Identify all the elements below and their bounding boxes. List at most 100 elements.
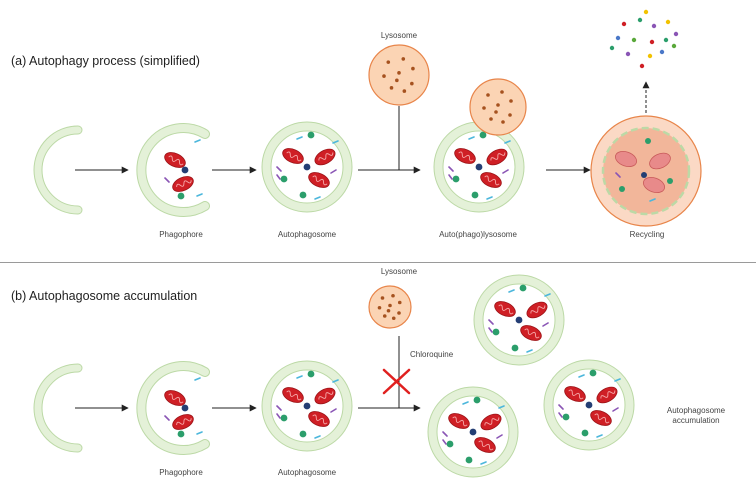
organelle-dot: [615, 35, 621, 41]
panel-divider: [0, 262, 756, 263]
phagophore-initial-b: [33, 363, 83, 453]
mitochondrion: [164, 152, 186, 168]
organelle-dot: [307, 370, 315, 378]
recycled-molecules: [609, 9, 679, 69]
panel-a-arrows: [75, 81, 650, 174]
organelle-dot: [673, 31, 679, 37]
protein-fragment: [615, 172, 621, 178]
protein-fragment: [614, 378, 621, 382]
mitochondrion: [448, 413, 470, 429]
enzyme-dot: [486, 93, 490, 97]
protein-fragment: [194, 377, 201, 381]
organelle-dot: [452, 175, 460, 183]
organelle-dot: [671, 43, 677, 49]
organelle-dot: [303, 402, 311, 410]
protein-fragment: [196, 431, 203, 435]
protein-fragment: [486, 196, 493, 200]
enzyme-dot: [401, 57, 406, 61]
organelle-dot: [647, 53, 653, 59]
accumulated-autophagosome-3: [543, 359, 635, 451]
protein-fragment: [448, 166, 454, 172]
autolysosome: [433, 121, 525, 213]
mitochondrion: [474, 437, 496, 453]
stage-label-autophagosome-b: Autophagosome: [278, 468, 337, 477]
organelle-dot: [581, 429, 589, 437]
autophagosome-a: [261, 121, 353, 213]
mitochondrion: [486, 148, 508, 166]
protein-fragment: [462, 401, 469, 405]
enzyme-dot: [391, 293, 395, 298]
organelle-dot: [639, 63, 645, 69]
protein-fragment: [448, 174, 453, 180]
organelle-dot: [280, 414, 288, 422]
protein-fragment: [578, 374, 585, 378]
organelle-dot: [667, 178, 673, 184]
protein-fragment: [544, 293, 551, 297]
organelle-dot: [475, 163, 483, 171]
mitochondrion: [520, 325, 542, 341]
protein-fragment: [542, 322, 549, 327]
organelle-dot: [621, 21, 627, 27]
enzyme-dot: [397, 300, 402, 305]
mitochondrion: [314, 387, 336, 405]
stage-label-autolysosome: Auto(phago)lysosome: [439, 230, 517, 239]
stage-label-autophagosome-a: Autophagosome: [278, 230, 337, 239]
phagophore-b: [136, 361, 210, 455]
organelle-dot: [280, 175, 288, 183]
protein-fragment: [508, 289, 515, 293]
organelle-dot: [181, 404, 189, 412]
protein-fragment: [296, 136, 303, 140]
protein-fragment: [442, 439, 447, 445]
protein-fragment: [488, 327, 493, 333]
accumulated-autophagosome-1: [427, 386, 519, 478]
enzyme-dot: [377, 305, 382, 310]
cell-illustrations: [33, 9, 702, 478]
organelle-dot: [645, 138, 651, 144]
protein-fragment: [442, 431, 448, 437]
organelle-dot: [307, 131, 315, 139]
organelle-dot: [649, 39, 655, 45]
mitochondrion: [282, 387, 304, 403]
degrading-mitochondrion: [642, 177, 666, 193]
mitochondrion: [308, 411, 330, 427]
protein-fragment: [164, 415, 170, 421]
protein-fragment: [498, 405, 505, 409]
protein-fragment: [558, 412, 563, 418]
accumulated-autophagosome-2: [473, 274, 565, 366]
organelle-dot: [631, 37, 637, 43]
organelle-dot: [473, 396, 481, 404]
protein-fragment: [596, 434, 603, 438]
lysosome-fused: [469, 78, 527, 136]
enzyme-dot: [397, 71, 401, 75]
protein-fragment: [276, 413, 281, 419]
protein-fragment: [196, 193, 203, 197]
mitochondrion: [164, 390, 186, 406]
degrading-mitochondrion: [614, 151, 638, 167]
organelle-dot: [562, 413, 570, 421]
protein-fragment: [649, 198, 656, 202]
organelle-dot: [177, 430, 185, 438]
enzyme-dot: [386, 60, 391, 64]
organelle-dot: [519, 284, 527, 292]
enzyme-dot: [382, 314, 387, 318]
mitochondrion: [590, 410, 612, 426]
organelle-dot: [585, 401, 593, 409]
organelle-dot: [303, 163, 311, 171]
enzyme-dot: [508, 113, 512, 117]
mitochondrion: [480, 413, 502, 431]
protein-fragment: [314, 196, 321, 200]
organelle-dot: [465, 456, 473, 464]
organelle-dot: [515, 316, 523, 324]
accumulation-label-line2: accumulation: [672, 416, 719, 425]
enzyme-dot: [509, 99, 513, 103]
chloroquine-block-icon: [382, 368, 411, 395]
organelle-dot: [446, 440, 454, 448]
protein-fragment: [194, 139, 201, 143]
mitochondrion: [172, 414, 194, 430]
protein-fragment: [164, 177, 170, 183]
organelle-dot: [492, 328, 500, 336]
enzyme-dot: [411, 66, 415, 71]
enzyme-dot: [410, 81, 414, 86]
lysosome-label-a: Lysosome: [381, 31, 418, 40]
